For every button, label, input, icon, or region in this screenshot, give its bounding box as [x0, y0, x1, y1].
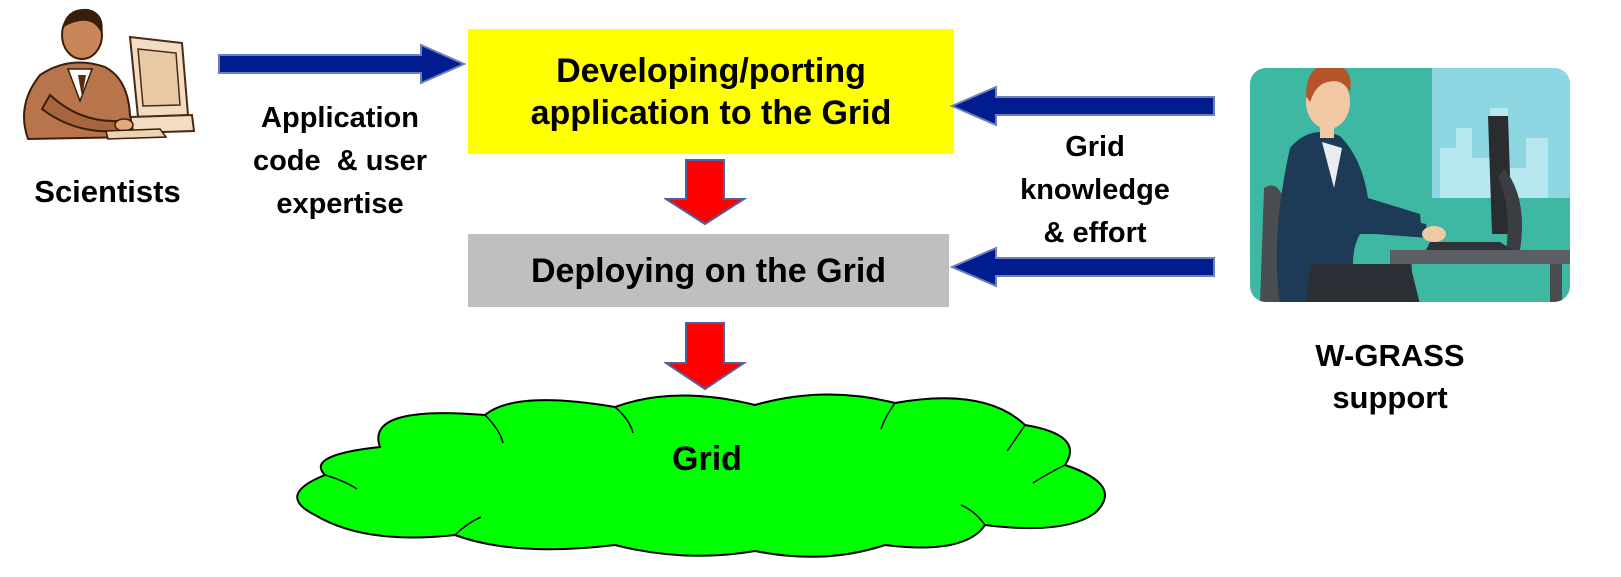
developing-step-line2: application to the Grid	[530, 93, 892, 132]
grid-label: Grid	[672, 440, 742, 478]
scientists-input-label: Application code & user expertise	[252, 102, 428, 220]
grid-cloud	[296, 393, 1106, 558]
developing-step-line1: Developing/porting	[556, 51, 866, 90]
scientist-at-computer-icon	[23, 8, 196, 141]
arrow-scientists-to-developing	[218, 43, 467, 85]
deploying-step-label: Deploying on the Grid	[530, 251, 887, 290]
support-person-at-computer-icon	[1250, 68, 1570, 302]
developing-step-box: Developing/porting application to the Gr…	[468, 29, 954, 154]
support-label: W-GRASS support	[1315, 338, 1465, 415]
arrow-support-to-deploying	[949, 246, 1215, 288]
support-input-label: Grid knowledge & effort	[1020, 131, 1170, 249]
scientists-label: Scientists	[34, 174, 181, 209]
arrow-deploying-to-grid	[664, 322, 748, 391]
arrow-developing-to-deploying	[664, 159, 748, 226]
deploying-step-box: Deploying on the Grid	[468, 234, 949, 307]
arrow-support-to-developing	[949, 85, 1215, 127]
